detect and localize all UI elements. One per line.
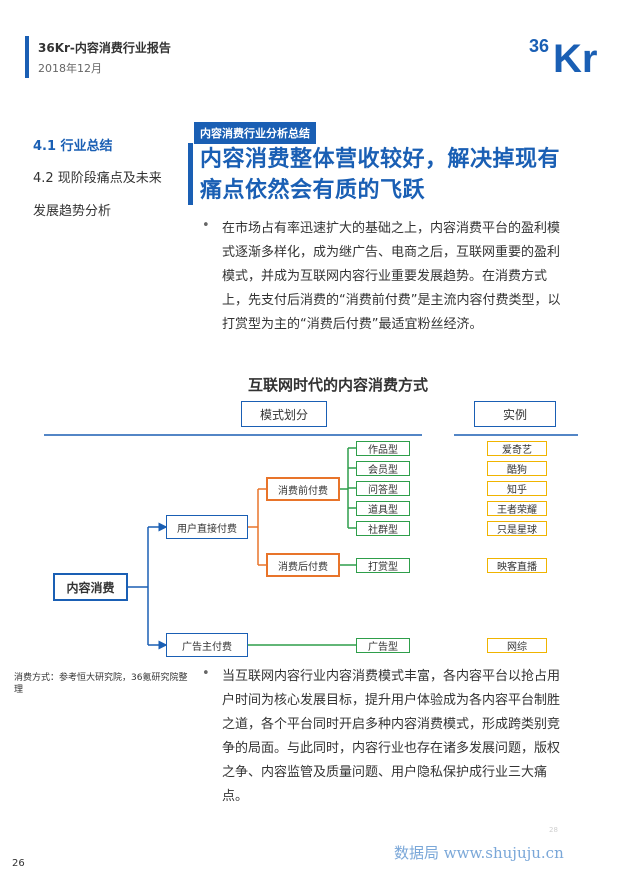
watermark: 数据局 www.shujuju.cn bbox=[394, 844, 564, 862]
toc-item-trend-analysis[interactable]: 发展趋势分析 bbox=[33, 204, 112, 219]
body-paragraph-1: 在市场占有率迅速扩大的基础之上，内容消费平台的盈利模式逐渐多样化，成为继广告、电… bbox=[222, 221, 561, 332]
headline-accent-bar bbox=[188, 143, 193, 205]
type-reward: 打赏型 bbox=[356, 558, 410, 573]
example-inke-live: 映客直播 bbox=[487, 558, 547, 573]
node-advertiser-pay: 广告主付费 bbox=[166, 633, 248, 657]
report-title: 36Kr-内容消费行业报告 bbox=[38, 41, 171, 55]
toc-item-pain-points[interactable]: 4.2 现阶段痛点及未来 bbox=[33, 171, 162, 186]
diagram-title: 互联网时代的内容消费方式 bbox=[248, 376, 429, 394]
header-mode-classification: 模式划分 bbox=[241, 401, 327, 427]
type-works: 作品型 bbox=[356, 441, 410, 456]
example-knowledge-planet: 只是星球 bbox=[487, 521, 547, 536]
example-kugou: 酷狗 bbox=[487, 461, 547, 476]
node-post-consumption-pay: 消费后付费 bbox=[266, 553, 340, 577]
example-zhihu: 知乎 bbox=[487, 481, 547, 496]
report-date: 2018年12月 bbox=[38, 62, 102, 75]
example-honor-of-kings: 王者荣耀 bbox=[487, 501, 547, 516]
page-headline: 内容消费整体营收较好，解决掉现有痛点依然会有质的飞跃 bbox=[200, 147, 561, 203]
bullet-icon: • bbox=[202, 218, 210, 233]
bullet-icon: • bbox=[202, 666, 210, 681]
toc-item-industry-summary[interactable]: 4.1 行业总结 bbox=[33, 139, 113, 154]
type-props: 道具型 bbox=[356, 501, 410, 516]
node-content-consumption: 内容消费 bbox=[53, 573, 128, 601]
page-number-faint: 28 bbox=[549, 826, 558, 834]
node-user-direct-pay: 用户直接付费 bbox=[166, 515, 248, 539]
type-advertising: 广告型 bbox=[356, 638, 410, 653]
section-tag: 内容消费行业分析总结 bbox=[194, 122, 316, 144]
36kr-logo: 36 Kr bbox=[529, 36, 597, 74]
example-variety-show: 网综 bbox=[487, 638, 547, 653]
source-note: 消费方式：参考恒大研究院，36氪研究院整理 bbox=[14, 673, 188, 695]
svg-text:Kr: Kr bbox=[553, 37, 597, 74]
body-paragraph-2: 当互联网内容行业内容消费模式丰富，各内容平台以抢占用户时间为核心发展目标，提升用… bbox=[222, 669, 561, 804]
example-iqiyi: 爱奇艺 bbox=[487, 441, 547, 456]
page-number: 26 bbox=[12, 858, 25, 869]
header-accent-bar bbox=[25, 36, 29, 78]
node-pre-consumption-pay: 消费前付费 bbox=[266, 477, 340, 501]
header-examples: 实例 bbox=[474, 401, 556, 427]
type-qa: 问答型 bbox=[356, 481, 410, 496]
type-community: 社群型 bbox=[356, 521, 410, 536]
svg-text:36: 36 bbox=[529, 36, 549, 56]
type-membership: 会员型 bbox=[356, 461, 410, 476]
